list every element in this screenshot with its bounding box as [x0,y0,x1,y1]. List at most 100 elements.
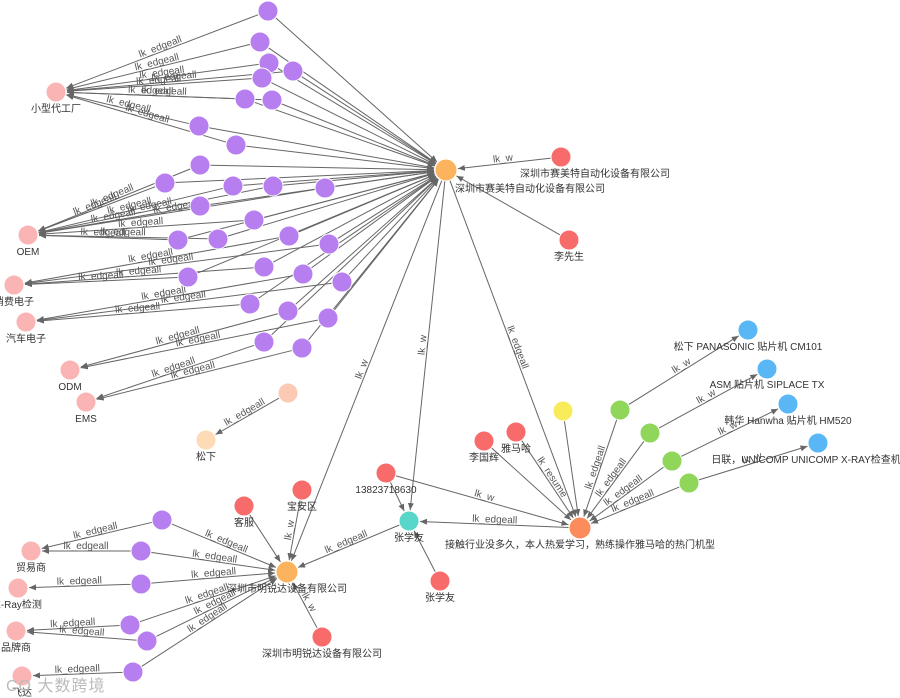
node-yamaha[interactable] [505,421,527,443]
edge-label: lk_edgeall [323,529,369,557]
node-p28[interactable] [253,331,275,353]
edge-label: lk_edgeall [115,301,161,316]
node-p1[interactable] [257,0,279,22]
node-label-resume: 接触行业没多久，本人热爱学习，熟练操作雅马哈的热门机型 [445,538,715,551]
node-hub2[interactable] [275,560,299,584]
node-q6[interactable] [122,661,144,683]
node-p19[interactable] [278,225,300,247]
edge-li_guohui-resume [491,447,572,521]
node-phone[interactable] [375,462,397,484]
node-p21[interactable] [253,256,275,278]
node-q1[interactable] [151,509,173,531]
node-simet_co[interactable] [550,146,572,168]
edge-p13-oem [38,187,264,235]
node-resume[interactable] [568,516,592,540]
edge-label: lk_edgeall [116,264,162,278]
node-p27[interactable] [317,307,339,329]
node-q4[interactable] [119,614,141,636]
edge-p1-hub1 [275,17,438,163]
node-p15[interactable] [189,195,211,217]
node-p17[interactable] [167,229,189,251]
node-p24[interactable] [331,271,353,293]
node-p22[interactable] [177,266,199,288]
node-q5[interactable] [136,630,158,652]
node-p5[interactable] [251,67,273,89]
node-odm[interactable] [59,359,81,381]
node-label-zxy2: 张学友 [425,591,455,604]
node-zxy2[interactable] [429,570,451,592]
edge-p28-ems [96,344,255,400]
node-p23[interactable] [292,263,314,285]
node-baoan[interactable] [291,479,313,501]
node-p9[interactable] [225,134,247,156]
node-p12[interactable] [222,175,244,197]
node-ems[interactable] [75,391,97,413]
edge-p10-hub1 [209,164,435,173]
edge-hub1-resume [449,180,577,517]
node-m1[interactable] [737,319,759,341]
edge-q3-xray [28,583,132,591]
edge-g2-m2 [658,373,758,429]
node-p8[interactable] [188,115,210,137]
node-m2[interactable] [756,358,778,380]
edge-p16-oem [38,220,245,237]
edge-hub1-hub2 [290,180,443,562]
node-mr_li[interactable] [558,229,580,251]
node-p29[interactable] [291,337,313,359]
node-p26[interactable] [277,300,299,322]
node-p18[interactable] [207,228,229,250]
edge-label: lk_resume [534,455,569,500]
node-p7[interactable] [261,89,283,111]
node-p14[interactable] [314,177,336,199]
edge-q4-brand [26,625,121,634]
node-auto_elec[interactable] [15,311,37,333]
node-m3[interactable] [777,393,799,415]
node-q3[interactable] [130,573,152,595]
edge-label: lk_edgeall [55,663,100,676]
edge-q6-hub2 [141,578,278,667]
node-p4[interactable] [282,60,304,82]
node-p10[interactable] [189,154,211,176]
edge-label: lk_edgeall [100,227,145,239]
node-pe[interactable] [277,382,299,404]
node-mingruida[interactable] [311,626,333,648]
edge-label: lk_edgeall [63,541,108,552]
node-li_guohui[interactable] [473,430,495,452]
node-trader[interactable] [20,540,42,562]
node-oem[interactable] [17,224,39,246]
node-brand[interactable] [5,620,27,642]
edge-zxy2-zxy [413,530,436,573]
node-p6[interactable] [234,88,256,110]
node-label-kehu: 客服 [234,516,254,529]
node-p16[interactable] [243,209,265,231]
node-matsushita[interactable] [195,429,217,451]
node-label-consumer_elec: 消费电子 [0,295,34,308]
edge-label: lk_edgeall [118,216,164,230]
node-q2[interactable] [130,540,152,562]
node-xray[interactable] [7,577,29,599]
node-g4[interactable] [678,472,700,494]
edge-label: lk_edgeall [57,575,102,587]
node-p11[interactable] [154,172,176,194]
node-g1[interactable] [609,399,631,421]
node-g2[interactable] [639,422,661,444]
edge-q2-hub2 [150,551,276,573]
node-m4[interactable] [807,432,829,454]
node-zxy[interactable] [398,510,420,532]
edge-p3-hub1 [277,67,436,165]
node-g3[interactable] [661,450,683,472]
node-p13[interactable] [262,175,284,197]
node-p20[interactable] [318,233,340,255]
edge-q4-hub2 [139,575,276,623]
edge-label: lk_w [417,334,430,356]
edge-labels-layer: lk_edgealllk_edgealllk_edgealllk_edgeall… [50,34,764,676]
node-p25[interactable] [239,293,261,315]
edge-q5-hub2 [155,576,277,638]
node-feida[interactable] [11,665,33,687]
node-kehu[interactable] [233,495,255,517]
node-p2[interactable] [249,31,271,53]
node-hub1[interactable] [434,158,458,182]
node-y1[interactable] [552,400,574,422]
node-consumer_elec[interactable] [3,274,25,296]
node-small_factory[interactable] [45,81,67,103]
